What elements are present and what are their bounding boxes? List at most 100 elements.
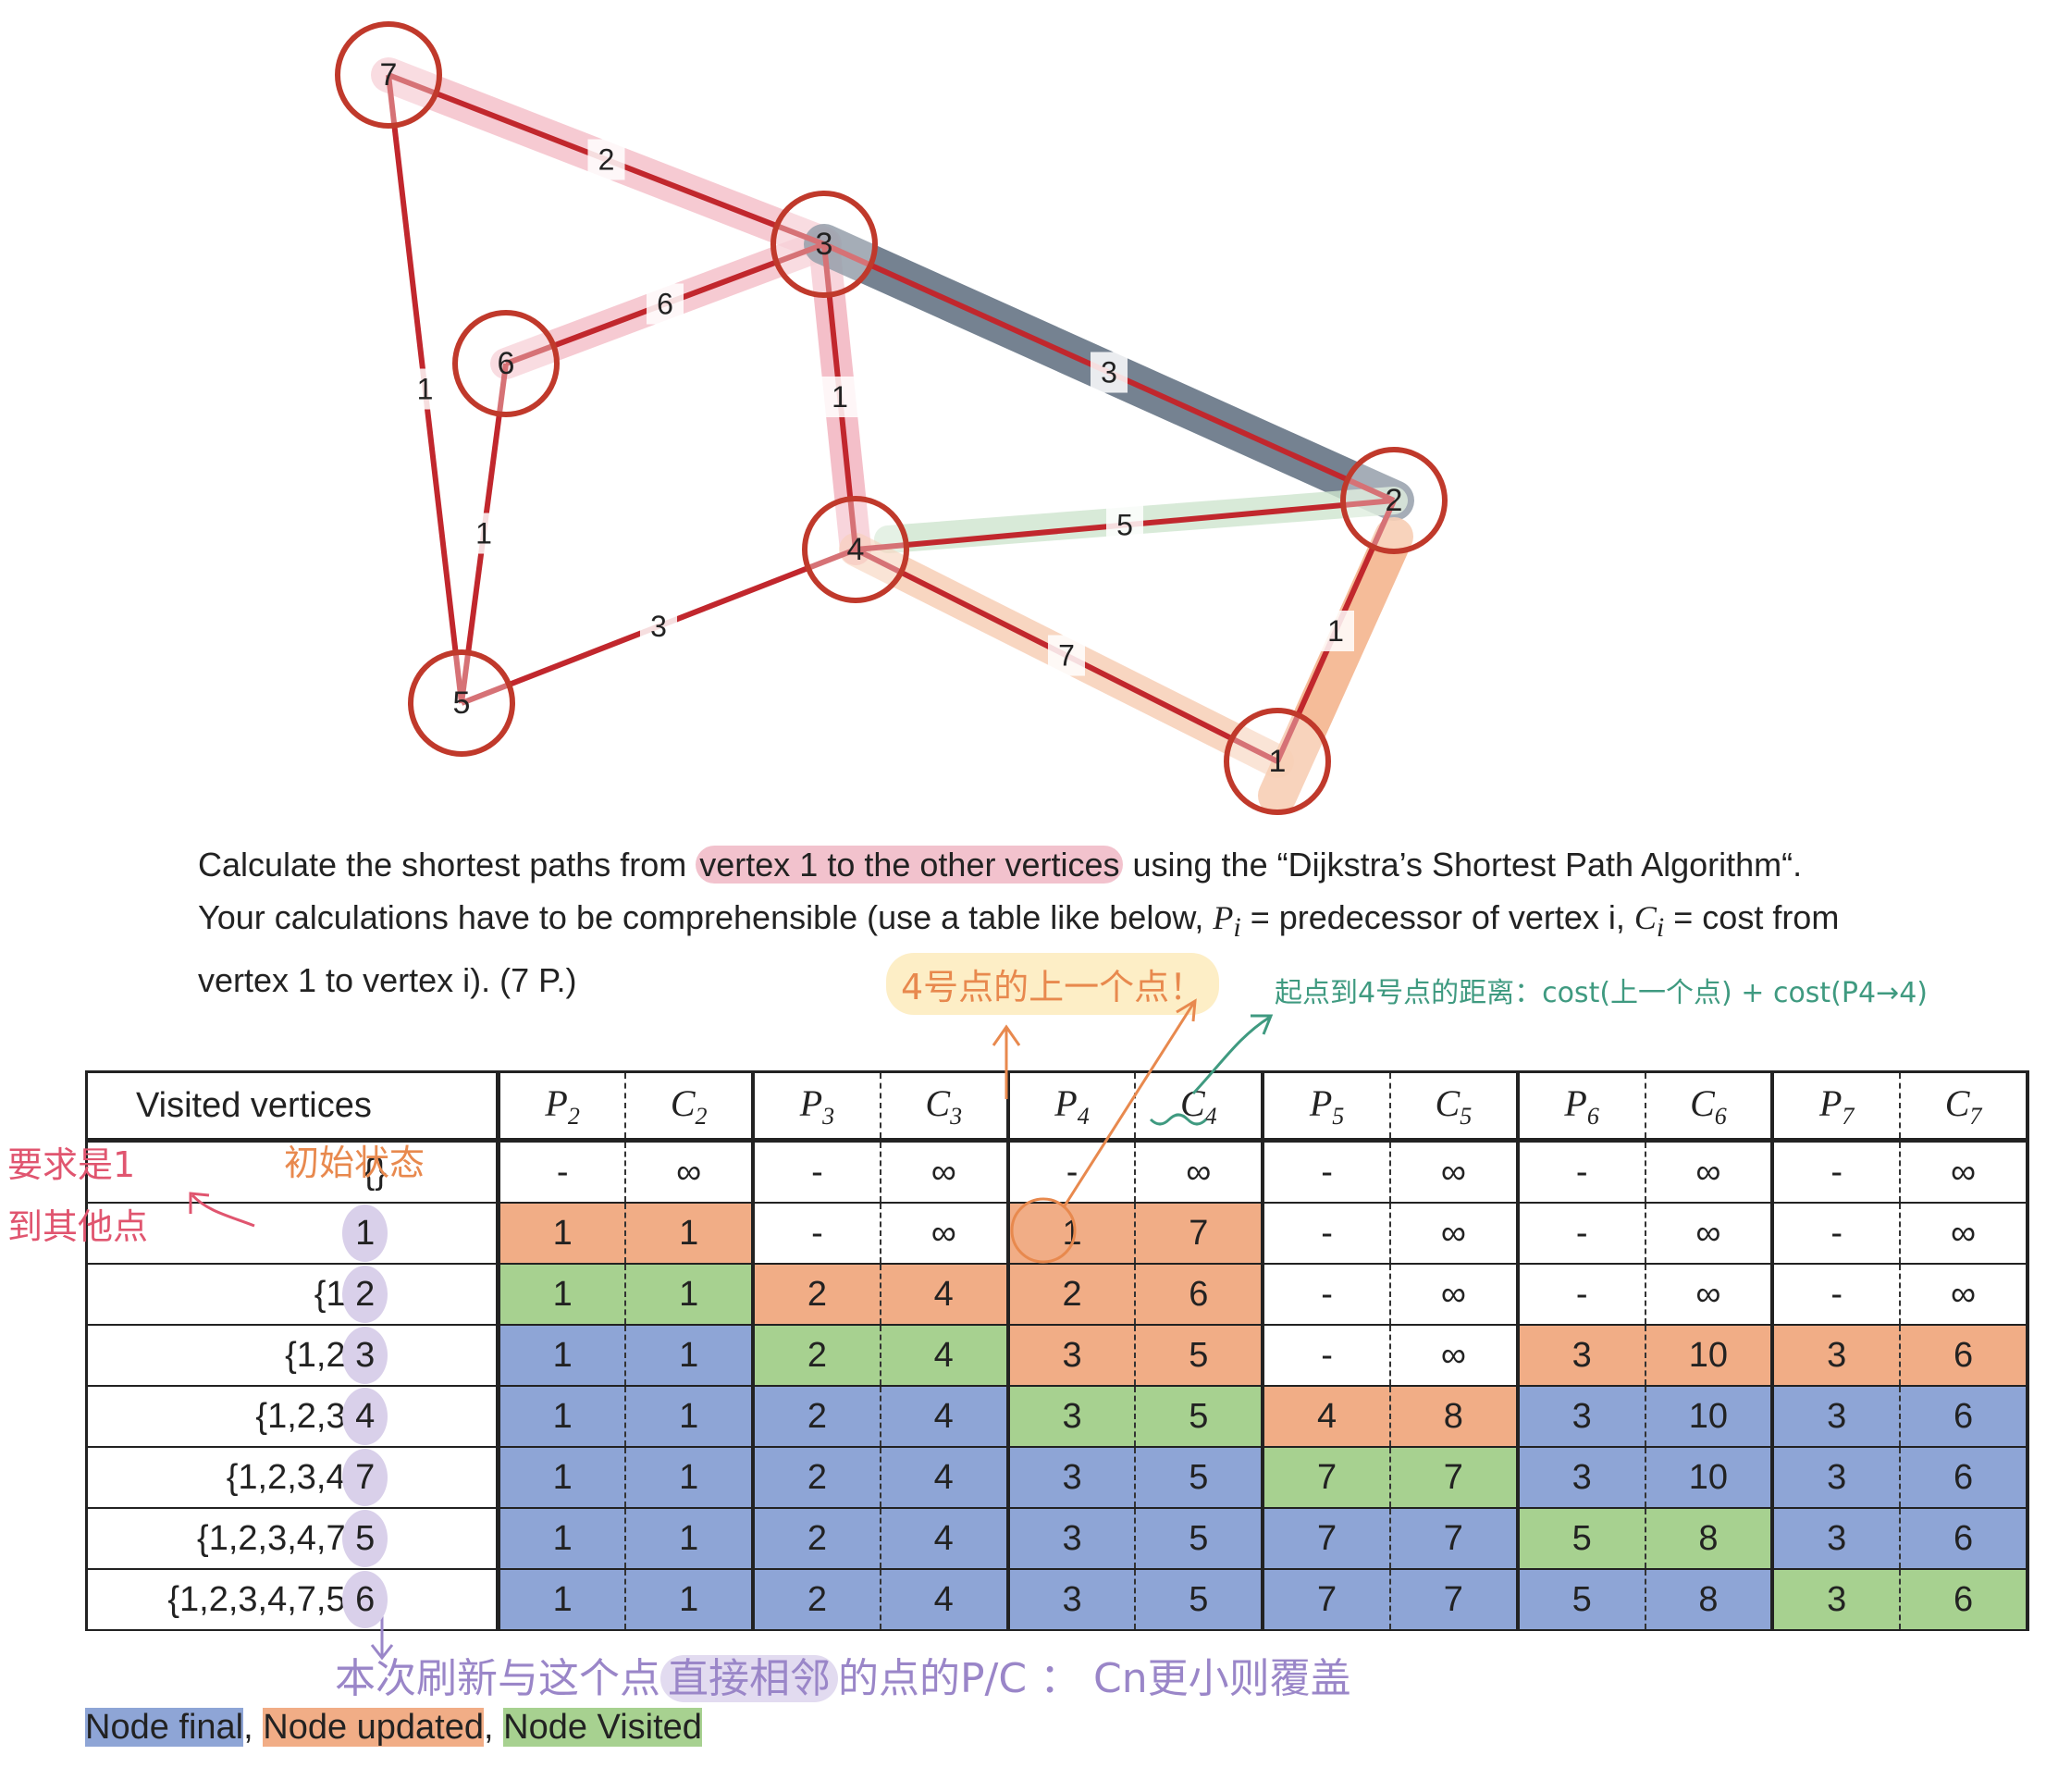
edge-label-background xyxy=(647,283,684,325)
table-cell: 2 xyxy=(751,1507,881,1570)
table-cell: 8 xyxy=(1389,1385,1520,1448)
table-cell: 1 xyxy=(625,1507,756,1570)
table-cell: 3 xyxy=(1005,1568,1137,1631)
column-symbol: C xyxy=(1179,1081,1205,1124)
table-cell: 1 xyxy=(625,1324,756,1387)
table-cell: ∞ xyxy=(1900,1202,2029,1265)
vertex-5-label: 5 xyxy=(453,686,471,721)
vertex-1-circle xyxy=(1224,708,1331,815)
edge-weight-label: 6 xyxy=(657,288,673,321)
vertex-5-circle xyxy=(408,649,515,757)
column-symbol: C xyxy=(1944,1081,1970,1124)
table-cell: 1 xyxy=(496,1568,627,1631)
problem-statement: Calculate the shortest paths from vertex… xyxy=(198,838,1983,1007)
table-cell: 1 xyxy=(496,1446,627,1509)
column-header-p6: P6 xyxy=(1515,1070,1646,1143)
table-cell: 4 xyxy=(880,1507,1010,1570)
update-rule-text: 本次刷新与这个点 xyxy=(335,1655,660,1702)
table-cell: 10 xyxy=(1645,1324,1775,1387)
column-header-p7: P7 xyxy=(1770,1070,1902,1143)
ci-symbol: Ci xyxy=(1633,899,1664,943)
column-header-p2: P2 xyxy=(496,1070,627,1143)
edge-weight-label: 1 xyxy=(1327,614,1344,648)
table-cell: 4 xyxy=(880,1568,1010,1631)
column-header-c4: C4 xyxy=(1135,1070,1265,1143)
table-cell: 4 xyxy=(880,1324,1010,1387)
newly-visited-vertex: 1 xyxy=(355,1213,376,1253)
table-cell: 8 xyxy=(1645,1507,1775,1570)
problem-text: = predecessor of vertex i, xyxy=(1240,898,1634,936)
problem-line-2: Your calculations have to be comprehensi… xyxy=(198,891,1983,954)
table-cell: 2 xyxy=(751,1263,881,1326)
newly-visited-vertex: 5 xyxy=(355,1518,376,1558)
column-subscript: 3 xyxy=(822,1102,835,1130)
column-subscript: 6 xyxy=(1714,1102,1727,1130)
update-rule-note: 本次刷新与这个点直接相邻的点的P/C ： Cn更小则覆盖 xyxy=(335,1645,1351,1704)
edge-label-background xyxy=(1048,635,1085,676)
column-header-p5: P5 xyxy=(1261,1070,1391,1143)
column-symbol: P xyxy=(1564,1081,1587,1124)
column-subscript: 4 xyxy=(1077,1102,1090,1130)
table-cell: 6 xyxy=(1900,1385,2029,1448)
table-cell: 7 xyxy=(1261,1568,1391,1631)
table-cell: 7 xyxy=(1389,1446,1520,1509)
table-cell: 6 xyxy=(1900,1324,2029,1387)
vertex-7-circle xyxy=(335,21,442,129)
table-cell: 1 xyxy=(625,1568,756,1631)
edge-label-background xyxy=(1106,504,1143,546)
vertex-7-label: 7 xyxy=(380,57,398,93)
update-rule-text: 的点的P/C ： Cn更小则覆盖 xyxy=(838,1655,1351,1702)
column-symbol: C xyxy=(1435,1081,1461,1124)
table-cell: 1 xyxy=(496,1202,627,1265)
table-cell: 8 xyxy=(1645,1568,1775,1631)
table-cell: 2 xyxy=(751,1446,881,1509)
table-cell: - xyxy=(751,1202,881,1265)
column-symbol: P xyxy=(799,1081,823,1124)
newly-visited-vertex: 6 xyxy=(355,1579,376,1619)
table-cell: - xyxy=(1005,1139,1137,1204)
table-cell: ∞ xyxy=(1900,1139,2029,1204)
edge-weight-label: 3 xyxy=(1101,356,1117,389)
visited-set-prefix: {1,2,3,4, xyxy=(226,1457,356,1497)
table-cell: 7 xyxy=(1135,1202,1265,1265)
table-cell: 3 xyxy=(1770,1385,1902,1448)
table-cell: 1 xyxy=(1005,1202,1137,1265)
edge-label-background xyxy=(587,139,625,180)
table-cell: - xyxy=(1515,1263,1646,1326)
column-subscript: 3 xyxy=(950,1102,963,1130)
table-cell: 3 xyxy=(1770,1507,1902,1570)
column-header-c5: C5 xyxy=(1389,1070,1520,1143)
table-cell: ∞ xyxy=(1900,1263,2029,1326)
table-cell: - xyxy=(1770,1202,1902,1265)
legend-updated: Node updated xyxy=(263,1708,485,1747)
ci-letter: C xyxy=(1633,899,1657,936)
vertex-2-label: 2 xyxy=(1386,483,1403,518)
vertex-1-label: 1 xyxy=(1269,744,1287,779)
edge-weight-label: 1 xyxy=(832,380,848,414)
table-cell: 6 xyxy=(1900,1446,2029,1509)
table-cell: 7 xyxy=(1261,1446,1391,1509)
visited-set-cell: {1,2,3,4,7} xyxy=(85,1446,500,1509)
newly-visited-vertex: 3 xyxy=(355,1335,376,1375)
table-cell: ∞ xyxy=(1389,1324,1520,1387)
table-cell: 7 xyxy=(1389,1568,1520,1631)
edge-weight-label: 7 xyxy=(1058,639,1075,673)
table-cell: 5 xyxy=(1135,1507,1265,1570)
vertex-4-label: 4 xyxy=(847,532,865,567)
table-cell: 3 xyxy=(1005,1385,1137,1448)
column-header-p4: P4 xyxy=(1005,1070,1137,1143)
path-highlight-stroke xyxy=(1258,517,1413,815)
visited-set-cell: {1,2,3} xyxy=(85,1324,500,1387)
visited-set-cell: {1,2,3,4,7,5,6} xyxy=(85,1568,500,1631)
visited-set-cell: {1,2,3,4,7,5} xyxy=(85,1507,500,1570)
table-cell: 4 xyxy=(880,1263,1010,1326)
legend: Node final, Node updated, Node Visited xyxy=(85,1702,702,1752)
edge-label-background xyxy=(1317,611,1354,651)
table-cell: 2 xyxy=(751,1385,881,1448)
